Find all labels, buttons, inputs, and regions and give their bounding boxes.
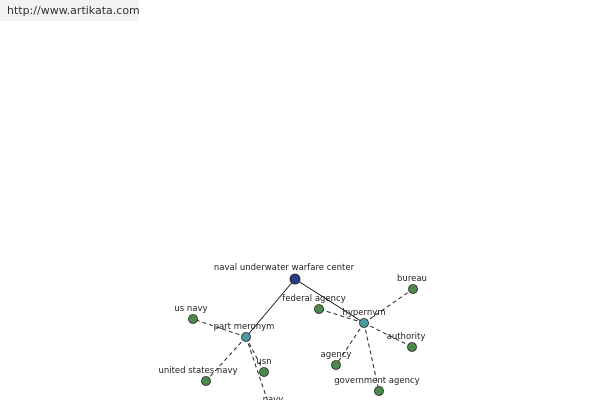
edge-hypernym-to-authority bbox=[363, 322, 413, 348]
edges-layer bbox=[192, 278, 414, 400]
node-label-authority: authority bbox=[387, 332, 426, 342]
node-label-government-agency: government agency bbox=[334, 376, 419, 386]
node-federal-agency[interactable] bbox=[314, 304, 324, 314]
node-label-center: naval underwater warfare center bbox=[214, 263, 355, 273]
edge-part-meronym-to-us-navy bbox=[192, 318, 247, 338]
labels-layer: naval underwater warfare center part mero… bbox=[158, 263, 427, 400]
node-label-bureau: bureau bbox=[397, 274, 427, 284]
node-government-agency[interactable] bbox=[374, 386, 384, 396]
node-label-agency: agency bbox=[321, 350, 352, 360]
edge-part-meronym-to-united-states-navy bbox=[205, 336, 247, 382]
node-agency[interactable] bbox=[331, 360, 341, 370]
node-authority[interactable] bbox=[407, 342, 417, 352]
node-label-united-states-navy: united states navy bbox=[158, 366, 237, 376]
edge-center-to-part-meronym bbox=[245, 278, 296, 338]
node-part-meronym[interactable] bbox=[241, 332, 251, 342]
edge-hypernym-to-bureau bbox=[363, 288, 414, 324]
node-bureau[interactable] bbox=[408, 284, 418, 294]
edge-hypernym-to-federal-agency bbox=[318, 308, 365, 324]
edge-center-to-hypernym bbox=[294, 278, 365, 324]
node-label-federal-agency: federal agency bbox=[282, 294, 346, 304]
node-usn[interactable] bbox=[259, 367, 269, 377]
edge-hypernym-to-agency bbox=[335, 322, 365, 366]
edge-part-meronym-to-navy bbox=[245, 336, 268, 400]
node-label-navy: navy bbox=[263, 395, 284, 400]
url-bar: http://www.artikata.com bbox=[0, 0, 140, 21]
node-hypernym[interactable] bbox=[359, 318, 369, 328]
node-center[interactable] bbox=[289, 273, 301, 285]
site-url-link[interactable]: http://www.artikata.com bbox=[7, 4, 140, 17]
node-us-navy[interactable] bbox=[188, 314, 198, 324]
node-label-hypernym: hypernym bbox=[342, 308, 385, 318]
edge-hypernym-to-government-agency bbox=[363, 322, 380, 392]
node-label-usn: usn bbox=[256, 357, 271, 367]
node-label-part-meronym: part meronym bbox=[214, 322, 275, 332]
nodes-layer bbox=[188, 273, 418, 396]
node-united-states-navy[interactable] bbox=[201, 376, 211, 386]
node-label-us-navy: us navy bbox=[174, 304, 207, 314]
